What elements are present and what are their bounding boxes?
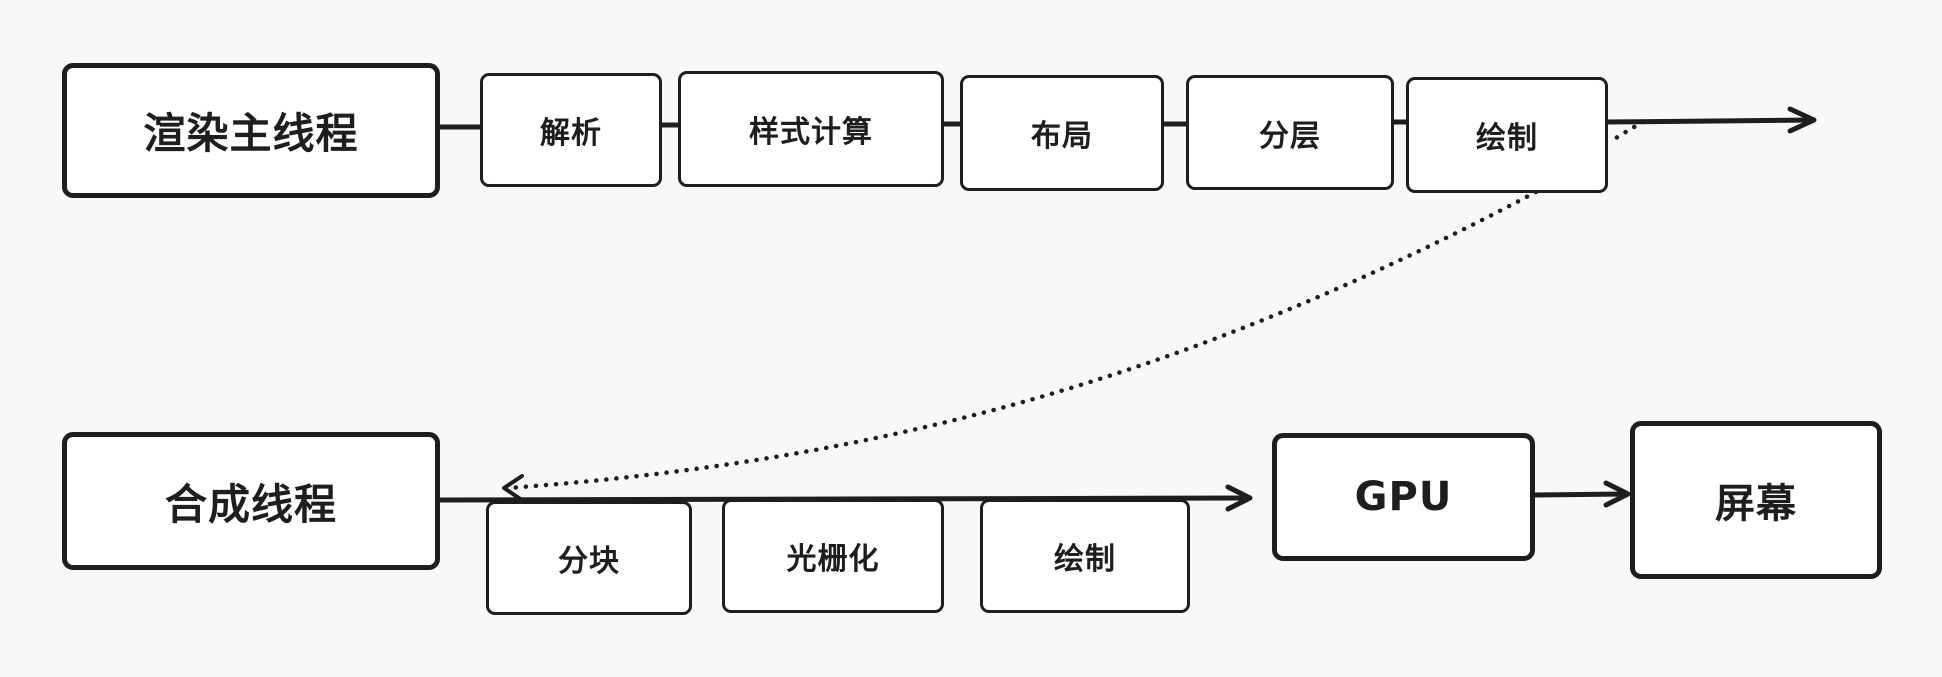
main-thread-label: 渲染主线程 bbox=[143, 109, 359, 158]
gpu-box: GPU bbox=[1272, 433, 1535, 561]
stage-composite-paint-box: 绘制 bbox=[980, 499, 1190, 613]
commit-arrowhead bbox=[502, 474, 524, 502]
main-thread-arrow bbox=[1605, 106, 1817, 134]
compositor-thread-label: 合成线程 bbox=[164, 479, 337, 529]
commit-dotted-arrow bbox=[505, 119, 1646, 491]
stage-raster-label: 光栅化 bbox=[786, 542, 880, 577]
gpu-label: GPU bbox=[1354, 474, 1453, 520]
stage-layer-label: 分层 bbox=[1259, 118, 1321, 154]
main-thread-timeline bbox=[437, 119, 1411, 130]
gpu-to-screen-arrow bbox=[1532, 480, 1631, 508]
stage-tiling-label: 分块 bbox=[558, 544, 620, 579]
stage-style-label: 样式计算 bbox=[749, 115, 873, 150]
stage-raster-box: 光栅化 bbox=[722, 499, 944, 613]
compositor-thread-box: 合成线程 bbox=[62, 432, 440, 570]
stage-layout-label: 布局 bbox=[1031, 119, 1093, 154]
stage-paint-box: 绘制 bbox=[1406, 77, 1608, 193]
stage-tiling-box: 分块 bbox=[486, 501, 692, 615]
stage-style-box: 样式计算 bbox=[678, 71, 944, 187]
stage-composite-paint-label: 绘制 bbox=[1054, 542, 1116, 577]
stage-layer-box: 分层 bbox=[1186, 75, 1394, 190]
stage-parse-box: 解析 bbox=[480, 73, 662, 187]
stage-paint-label: 绘制 bbox=[1476, 121, 1538, 156]
screen-box: 屏幕 bbox=[1630, 421, 1882, 579]
main-thread-box: 渲染主线程 bbox=[62, 63, 440, 198]
screen-label: 屏幕 bbox=[1715, 481, 1797, 527]
stage-parse-label: 解析 bbox=[540, 116, 602, 151]
stage-layout-box: 布局 bbox=[960, 75, 1164, 191]
